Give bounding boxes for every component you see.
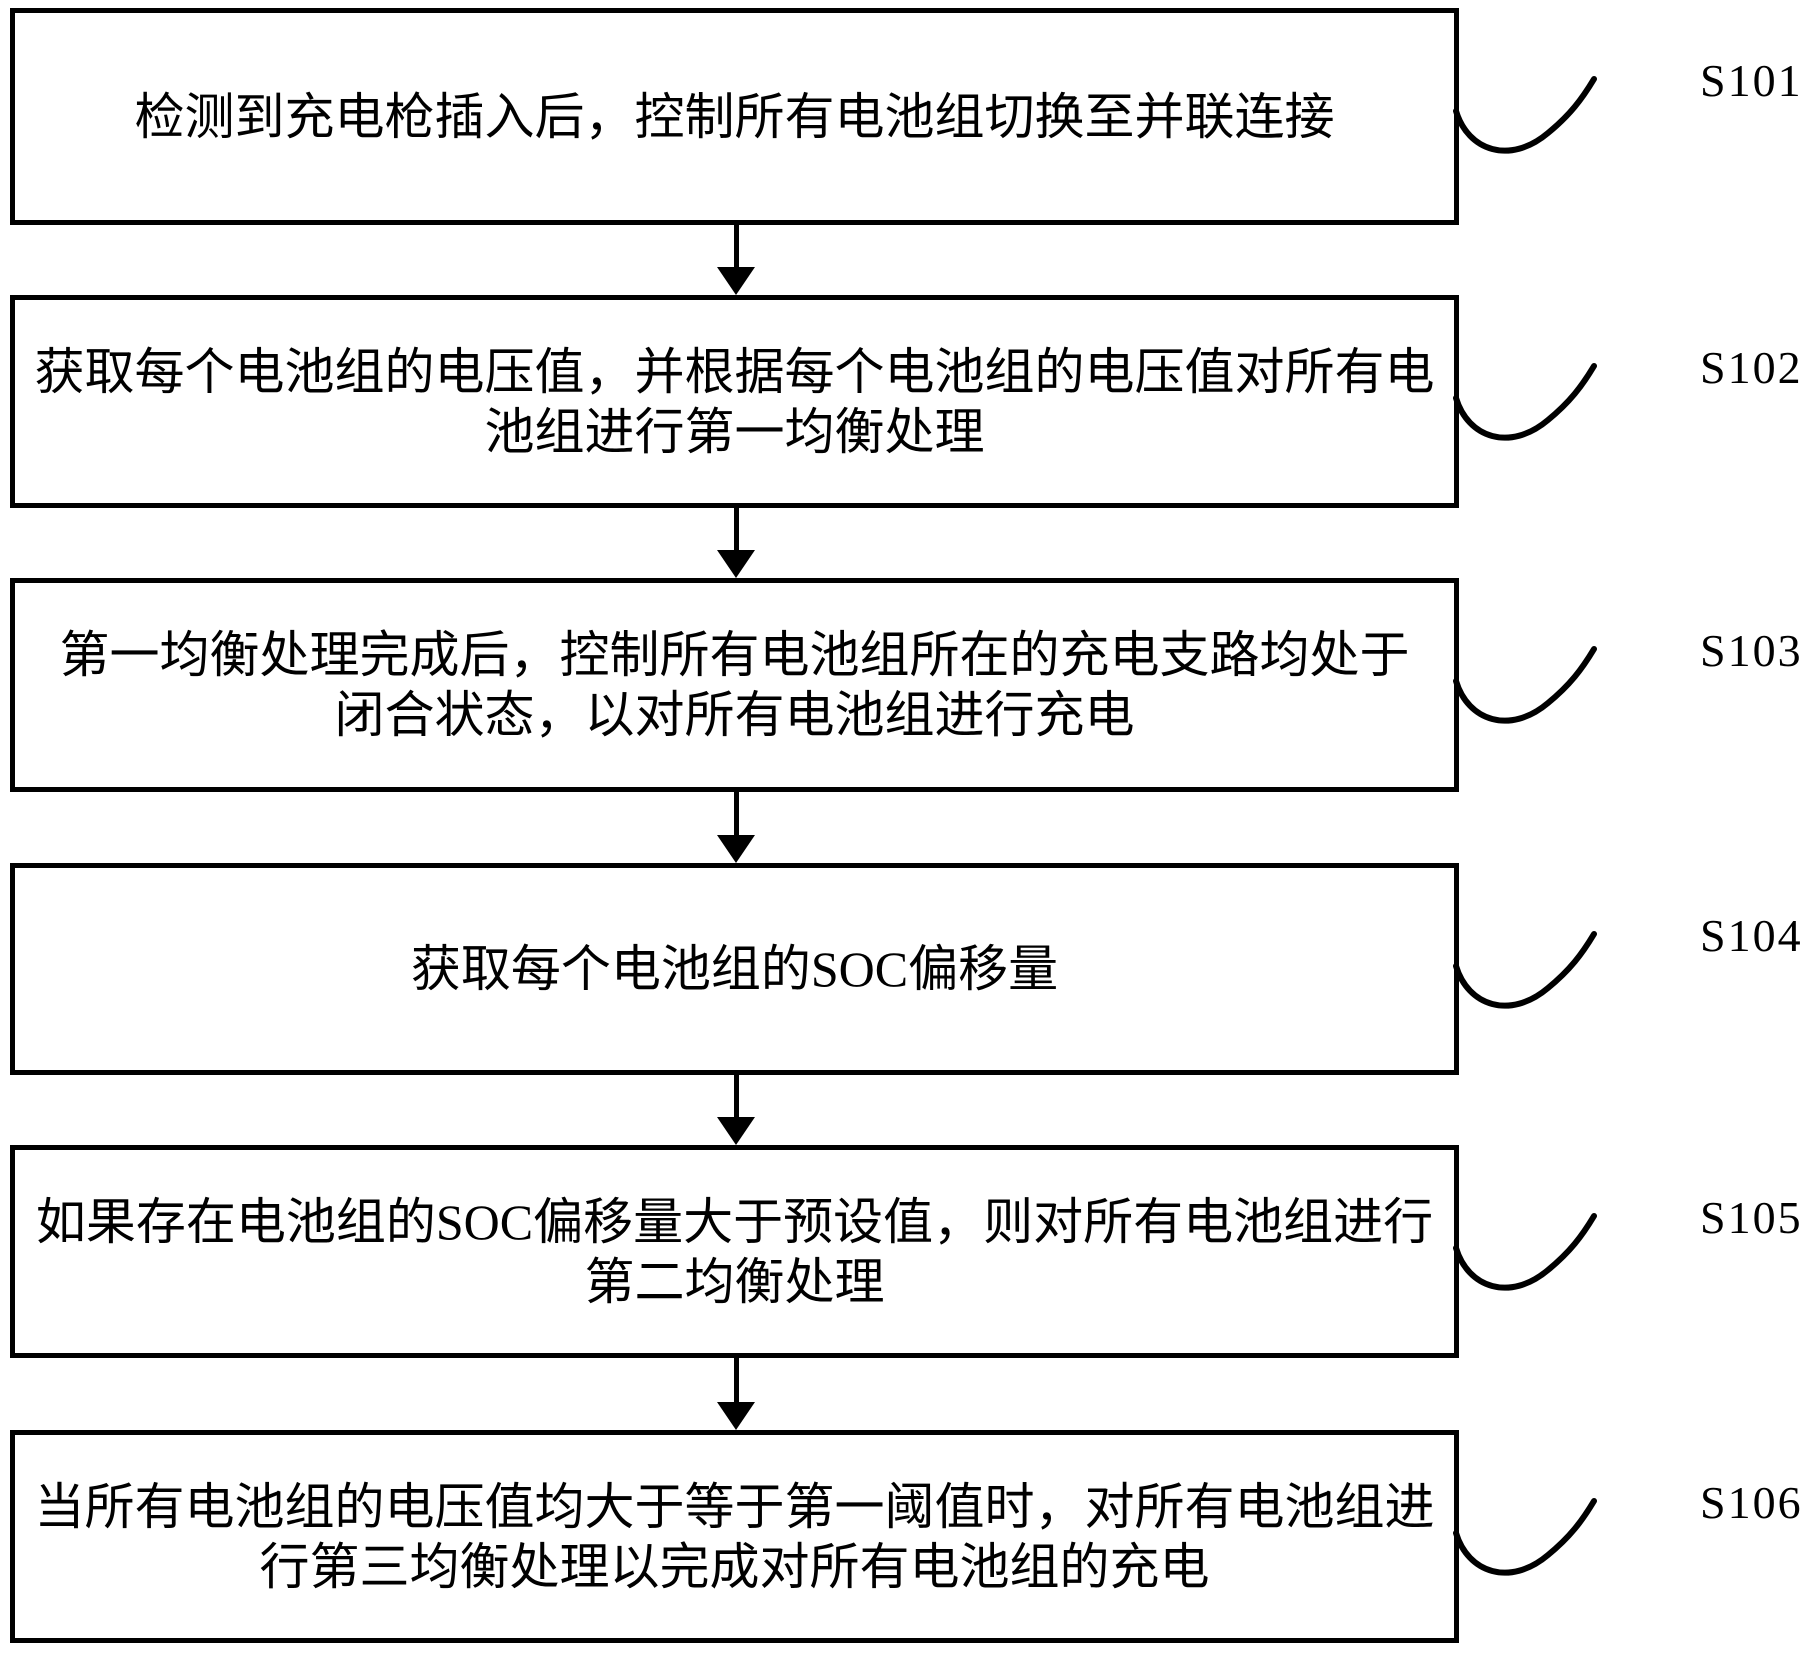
arrow-head: [717, 1117, 755, 1145]
step-text-line: 当所有电池组的电压值均大于等于第一阈值时，对所有电池组进: [34, 1478, 1435, 1535]
step-label-s102: S102: [1700, 342, 1803, 393]
flow-box-s101: 检测到充电枪插入后，控制所有电池组切换至并联连接: [10, 8, 1459, 225]
flow-box-s103: 第一均衡处理完成后，控制所有电池组所在的充电支路均处于 闭合状态，以对所有电池组…: [10, 578, 1459, 792]
arrow-head: [717, 1402, 755, 1430]
arrow-stem: [734, 792, 739, 835]
step-label-s106: S106: [1700, 1477, 1803, 1528]
arrow-stem: [734, 1358, 739, 1402]
step-label-s101: S101: [1700, 55, 1803, 106]
leader-curve-s101: [1453, 76, 1597, 154]
flow-arrow-down-icon: [717, 1075, 755, 1145]
flow-box-s102: 获取每个电池组的电压值，并根据每个电池组的电压值对所有电 池组进行第一均衡处理: [10, 295, 1459, 508]
arrow-head: [717, 550, 755, 578]
leader-curve-s103: [1453, 646, 1597, 724]
flow-arrow-down-icon: [717, 1358, 755, 1430]
leader-curve-s106: [1453, 1498, 1597, 1576]
leader-curve-s104: [1453, 931, 1597, 1009]
arrow-stem: [734, 508, 739, 550]
flow-arrow-down-icon: [717, 792, 755, 863]
step-text-line: 第二均衡处理: [584, 1253, 885, 1310]
arrow-head: [717, 267, 755, 295]
arrow-head: [717, 835, 755, 863]
step-text-line: 获取每个电池组的SOC偏移量: [410, 941, 1059, 997]
leader-curve-s105: [1453, 1213, 1597, 1291]
step-label-s103: S103: [1700, 625, 1803, 676]
step-text-line: 获取每个电池组的电压值，并根据每个电池组的电压值对所有电: [34, 343, 1435, 400]
flow-box-s104: 获取每个电池组的SOC偏移量: [10, 863, 1459, 1075]
step-text-line: 池组进行第一均衡处理: [484, 403, 985, 460]
step-text-line: 闭合状态，以对所有电池组进行充电: [334, 687, 1135, 743]
arrow-stem: [734, 1075, 739, 1117]
arrow-stem: [734, 225, 739, 267]
step-text-line: 第一均衡处理完成后，控制所有电池组所在的充电支路均处于: [59, 627, 1410, 683]
flow-box-s105: 如果存在电池组的SOC偏移量大于预设值，则对所有电池组进行 第二均衡处理: [10, 1145, 1459, 1358]
step-text-line: 如果存在电池组的SOC偏移量大于预设值，则对所有电池组进行: [35, 1193, 1434, 1250]
flow-arrow-down-icon: [717, 508, 755, 578]
flow-arrow-down-icon: [717, 225, 755, 295]
step-text-line: 行第三均衡处理以完成对所有电池组的充电: [259, 1538, 1210, 1595]
flow-box-s106: 当所有电池组的电压值均大于等于第一阈值时，对所有电池组进 行第三均衡处理以完成对…: [10, 1430, 1459, 1643]
step-label-s105: S105: [1700, 1192, 1803, 1243]
step-text-line: 检测到充电枪插入后，控制所有电池组切换至并联连接: [134, 88, 1335, 145]
step-label-s104: S104: [1700, 910, 1803, 961]
leader-curve-s102: [1453, 363, 1597, 441]
